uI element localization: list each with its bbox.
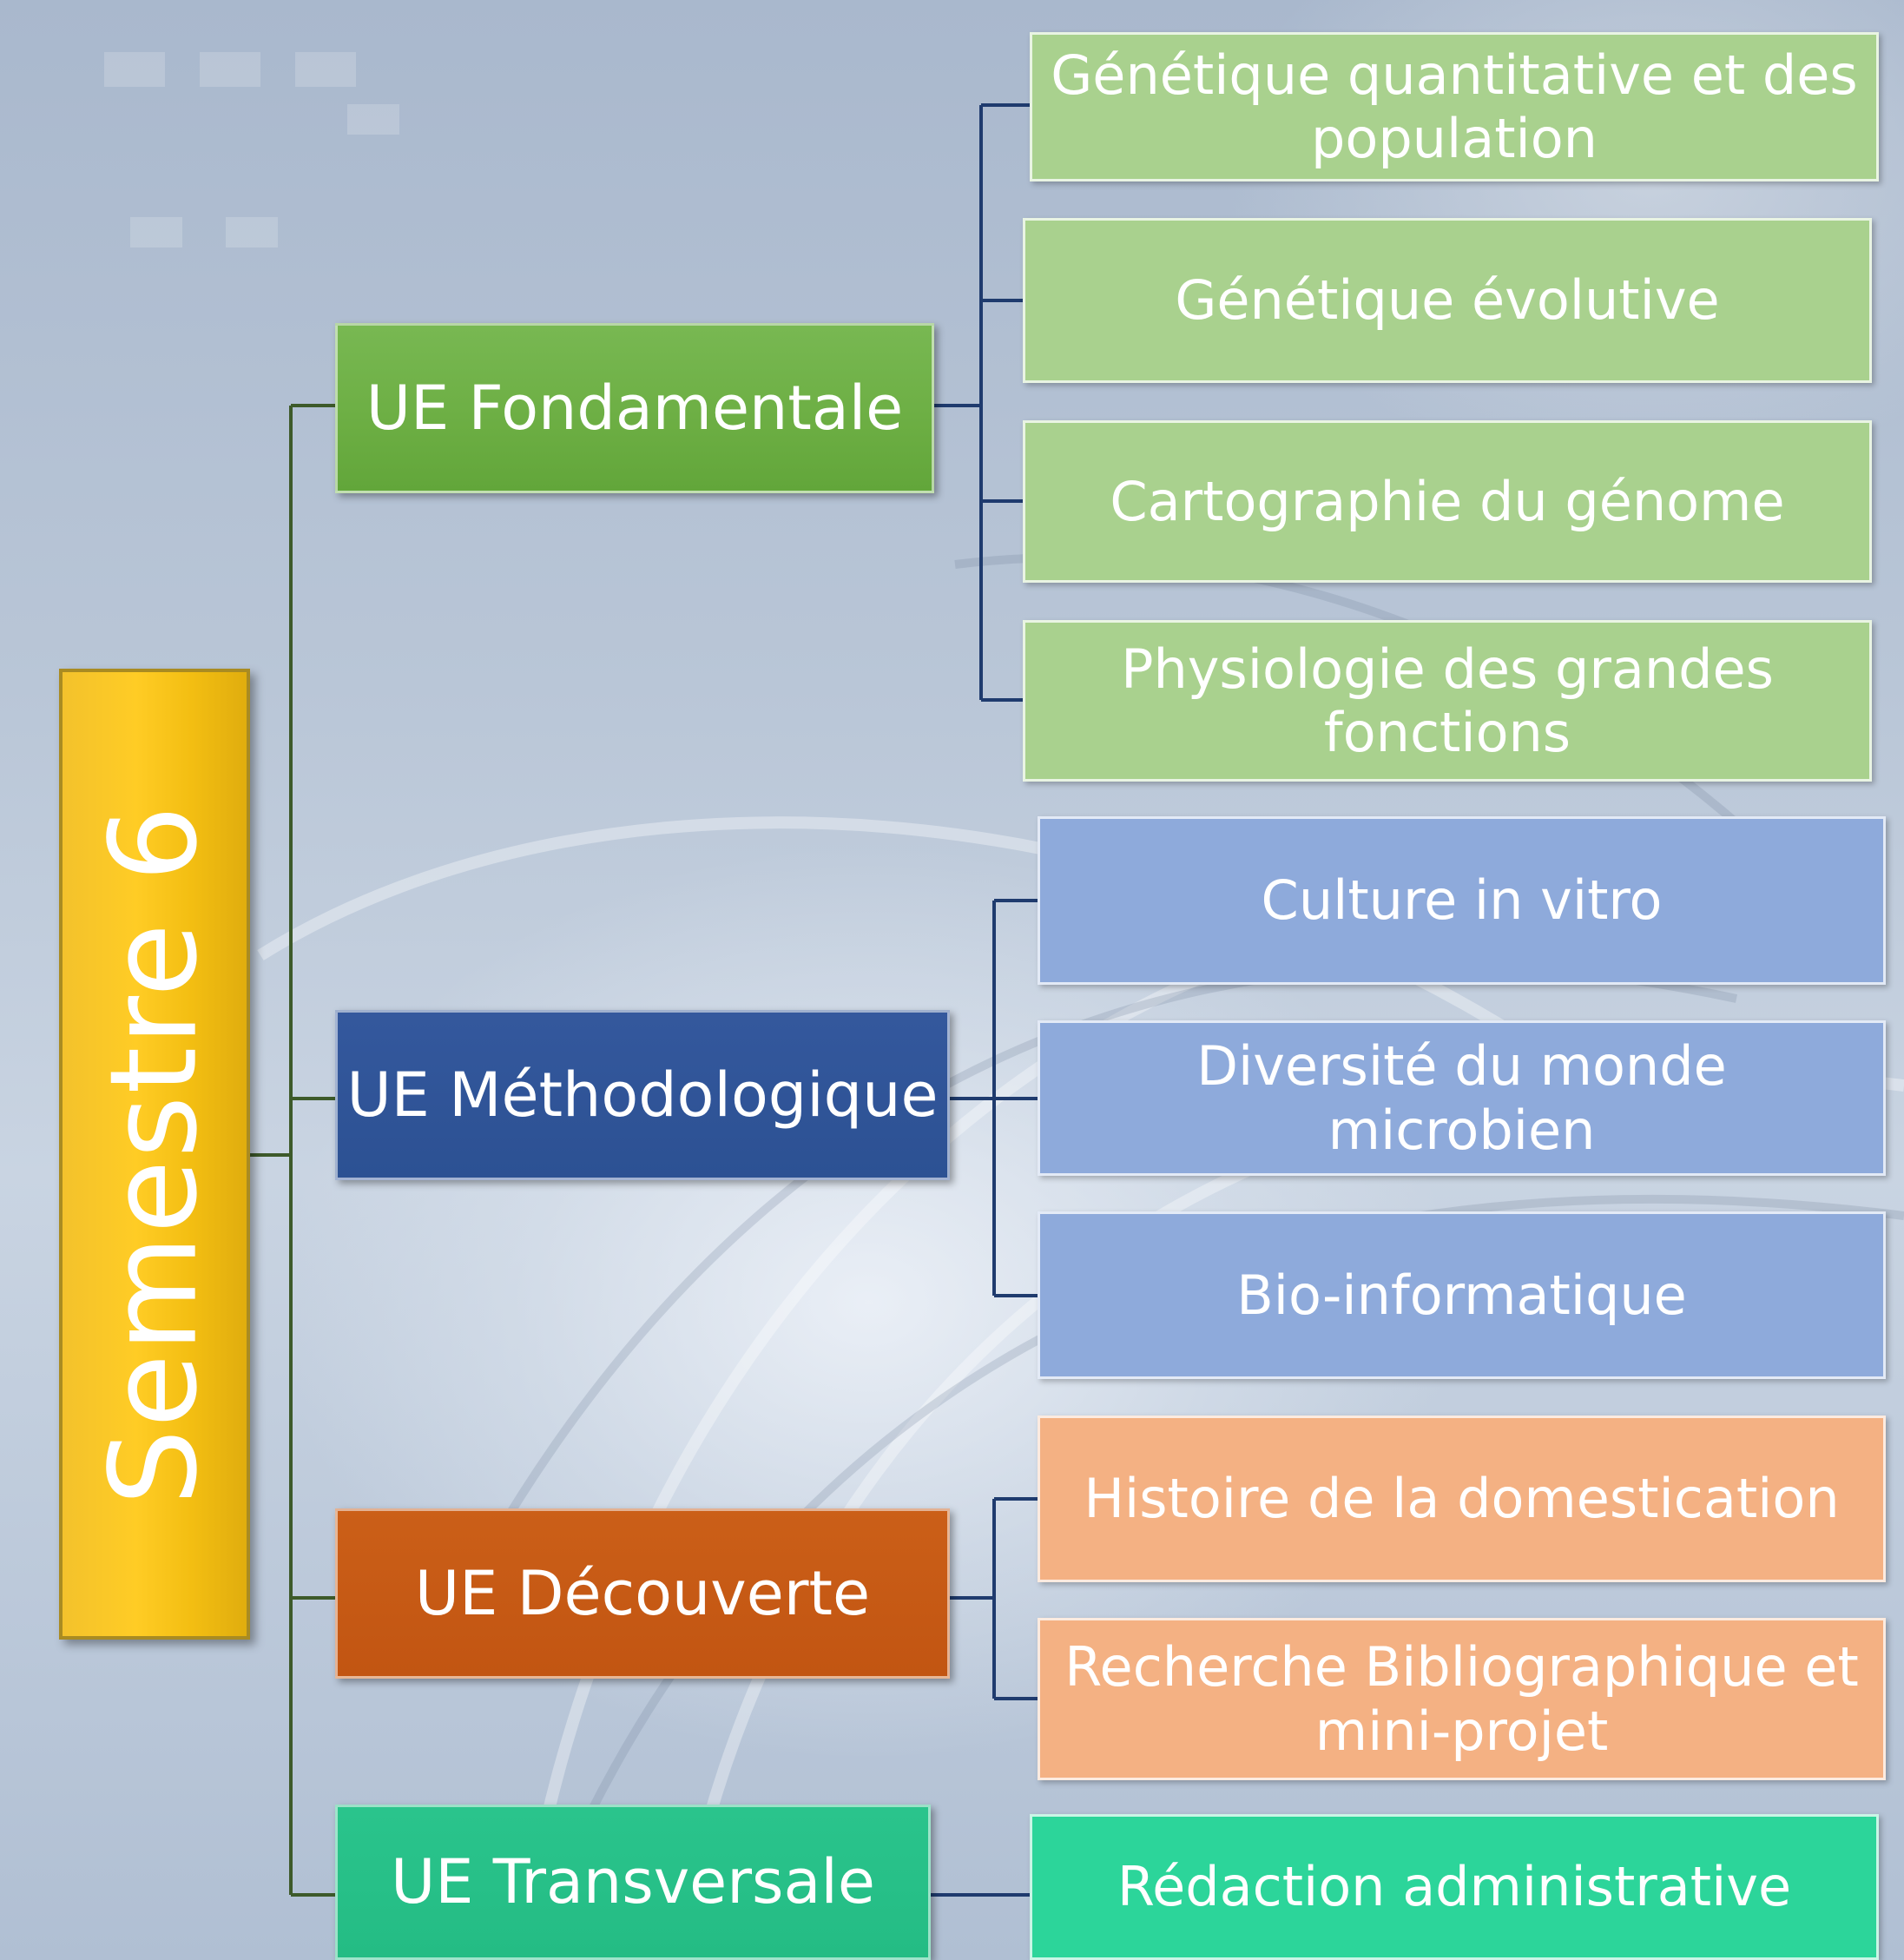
subject-bio-informatique: Bio-informatique	[1038, 1211, 1886, 1379]
ue-decouverte-box: UE Découverte	[335, 1508, 950, 1679]
subject-genetique-evolutive: Génétique évolutive	[1023, 218, 1872, 383]
subject-diversite-microbien: Diversité du monde microbien	[1038, 1020, 1886, 1176]
subject-redaction-administrative: Rédaction administrative	[1030, 1814, 1879, 1960]
subject-genetique-quantitative: Génétique quantitative et des population	[1030, 32, 1879, 181]
ue-transversale-box: UE Transversale	[335, 1805, 931, 1960]
subject-recherche-bibliographique: Recherche Bibliographique et mini-projet	[1038, 1618, 1886, 1780]
root-label: Semestre 6	[83, 802, 224, 1506]
subject-physiologie: Physiologie des grandes fonctions	[1023, 620, 1872, 782]
root-semester-box: Semestre 6	[59, 669, 250, 1640]
ue-methodologique-box: UE Méthodologique	[335, 1010, 950, 1180]
subject-culture-in-vitro: Culture in vitro	[1038, 816, 1886, 985]
ue-fondamentale-box: UE Fondamentale	[335, 323, 934, 493]
subject-cartographie-genome: Cartographie du génome	[1023, 420, 1872, 583]
subject-histoire-domestication: Histoire de la domestication	[1038, 1416, 1886, 1582]
